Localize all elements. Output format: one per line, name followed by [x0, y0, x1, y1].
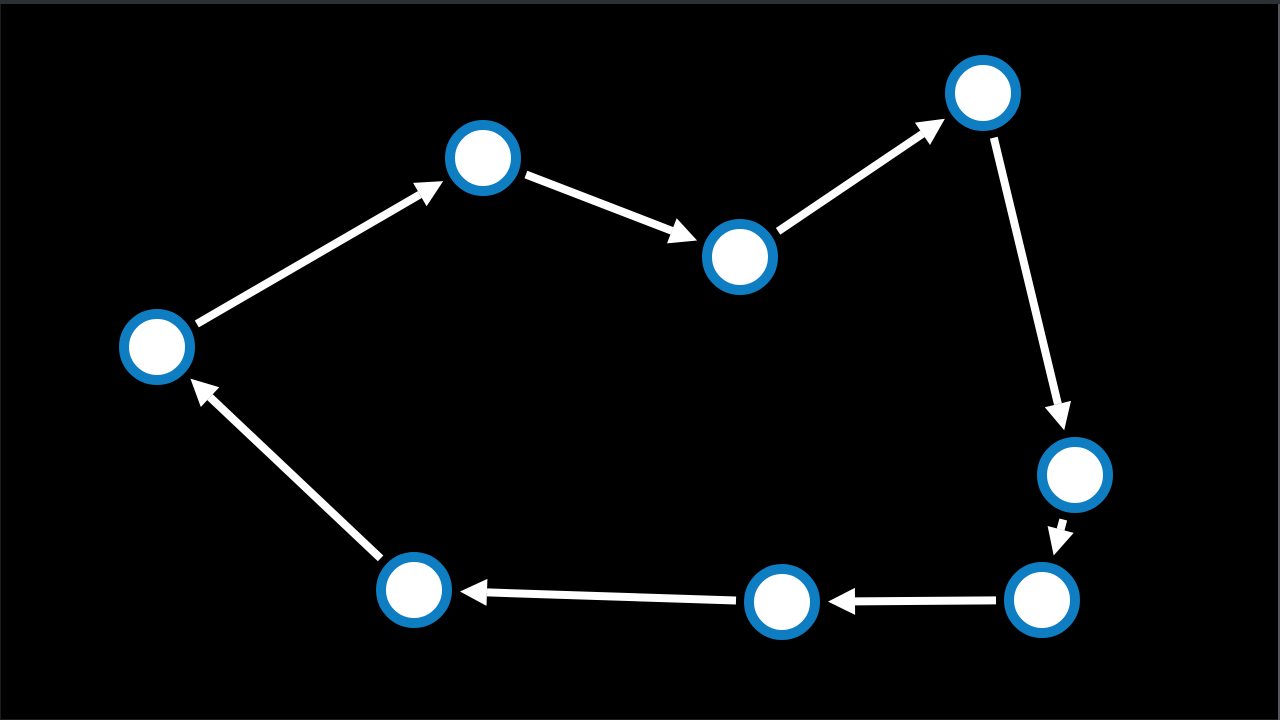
graph-edge-shaft	[524, 170, 674, 235]
graph-node	[744, 564, 820, 640]
graph-edge-shaft	[775, 130, 925, 235]
graph-edge-arrowhead	[667, 218, 698, 244]
graph-node	[119, 309, 195, 385]
graph-edge-shaft	[207, 394, 384, 562]
graph-edge-arrowhead	[413, 181, 444, 207]
graph-node	[1037, 437, 1113, 513]
graph-node	[945, 55, 1021, 131]
graph-edge-shaft	[194, 191, 422, 328]
graph-edge-arrowhead	[1044, 400, 1071, 431]
graph-node	[1004, 562, 1080, 638]
graph-edge-shaft	[1056, 518, 1068, 531]
graph-edge-arrowhead	[828, 587, 856, 615]
graph-edge-arrowhead	[460, 578, 488, 606]
graph-edge-arrowhead	[1047, 526, 1074, 556]
graph-edge-shaft	[486, 588, 737, 605]
graph-node	[445, 120, 521, 196]
graph-node	[702, 219, 778, 295]
graph-node	[376, 552, 452, 628]
graph-edge-arrowhead	[190, 378, 220, 407]
graph-edge-shaft	[854, 596, 997, 606]
graph-edge-arrowhead	[914, 118, 945, 145]
graph-edge-shaft	[989, 136, 1062, 405]
